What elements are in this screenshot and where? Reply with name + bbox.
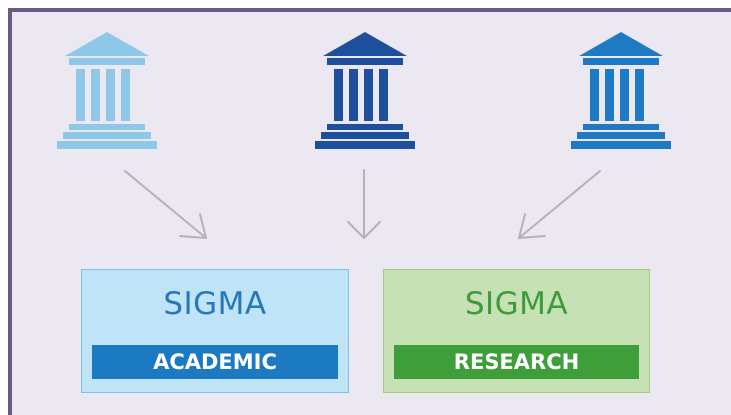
- academic-box-title: SIGMA: [163, 286, 267, 322]
- university-building-icon: [571, 32, 671, 149]
- university-building-icon: [315, 32, 415, 149]
- research-box-title: SIGMA: [464, 286, 569, 322]
- arrow-center-down: [347, 169, 381, 239]
- arrow-right-to-research: [518, 170, 601, 239]
- sigma-academic-box: SIGMA ACADEMIC: [81, 269, 349, 393]
- sigma-research-box: SIGMA RESEARCH: [383, 269, 650, 393]
- academic-box-label: ACADEMIC: [92, 345, 338, 379]
- research-box-label: RESEARCH: [394, 345, 639, 379]
- university-building-icon: [57, 32, 157, 149]
- arrow-left-to-academic: [124, 170, 207, 239]
